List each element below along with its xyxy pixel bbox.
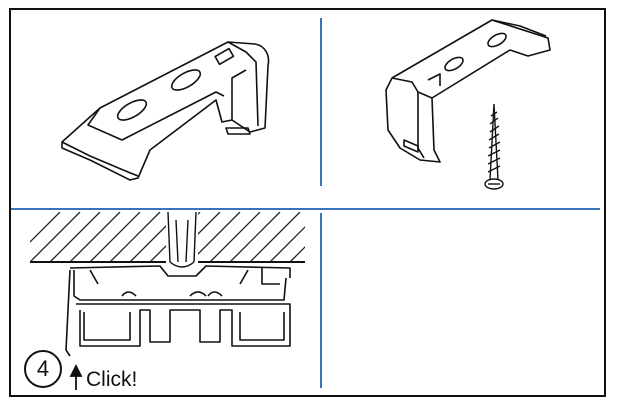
click-label: Click! [86,368,138,391]
instruction-frame [9,8,606,397]
angled-bracket-icon [385,19,551,163]
step-number-badge: 4 [24,350,62,388]
arrow-up-icon [69,363,83,390]
mounting-bracket-icon [61,41,270,181]
rail-profile-icon [65,265,291,357]
ceiling-icon [30,211,305,268]
screw-icon [484,103,504,190]
